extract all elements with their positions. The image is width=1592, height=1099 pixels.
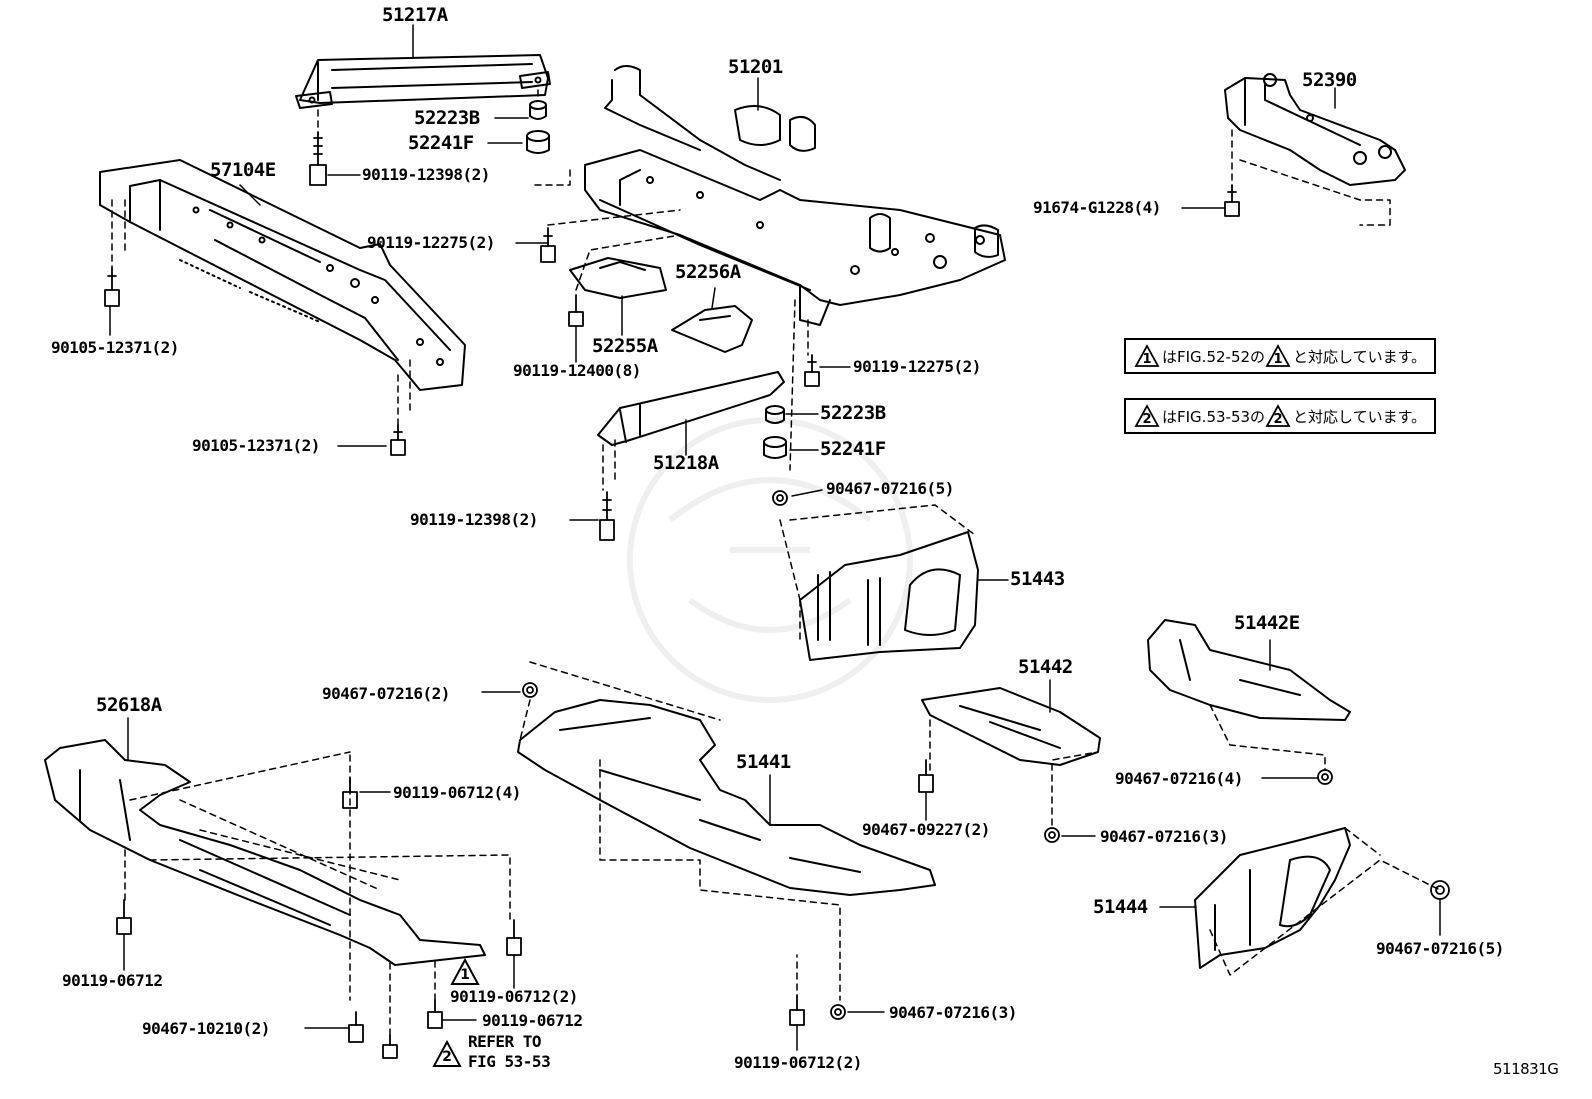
- dashed-assembly-lines: [111, 89, 1441, 1036]
- part-label-52241f[interactable]: 52241F: [820, 438, 886, 460]
- refer-note-line1: REFER TO: [468, 1032, 542, 1051]
- part-label-90467-07216[interactable]: 90467-07216(2): [322, 684, 450, 703]
- note-text-a: はFIG.53-53の: [1162, 407, 1266, 426]
- correspondence-note-2: 2 はFIG.53-53の 2 と対応しています。: [1124, 398, 1437, 434]
- cover-51441-shape: [517, 699, 936, 896]
- shield-51443-shape: [799, 531, 979, 661]
- part-label-51444[interactable]: 51444: [1093, 896, 1148, 918]
- part-label-52223b[interactable]: 52223B: [414, 107, 480, 129]
- part-label-90119-06712[interactable]: 90119-06712: [482, 1011, 583, 1030]
- part-label-51218a[interactable]: 51218A: [653, 452, 719, 474]
- part-label-52255a[interactable]: 52255A: [592, 335, 658, 357]
- note-text-a: はFIG.52-52の: [1162, 347, 1266, 366]
- crossmember-51201-shape: [584, 65, 1006, 326]
- note-text-b: と対応しています。: [1293, 407, 1427, 426]
- bracket-51217a-shape: [295, 54, 551, 109]
- part-label-51201[interactable]: 51201: [728, 56, 783, 78]
- part-label-91674-g1228[interactable]: 91674-G1228(4): [1033, 198, 1161, 217]
- part-label-52223b[interactable]: 52223B: [820, 402, 886, 424]
- cover-52618a-shape: [44, 739, 486, 966]
- bracket-52256a-shape: [671, 305, 753, 353]
- warning-triangle-icon: 2: [432, 1039, 462, 1068]
- triangle-mark-label: 1: [460, 967, 470, 983]
- part-label-90105-12371[interactable]: 90105-12371(2): [192, 436, 320, 455]
- warning-triangle-icon: 2: [1134, 404, 1160, 428]
- part-label-90467-07216[interactable]: 90467-07216(4): [1115, 769, 1243, 788]
- part-label-90467-07216[interactable]: 90467-07216(3): [1100, 827, 1228, 846]
- shield-51444-shape: [1194, 827, 1351, 969]
- triangle-mark-label: 2: [442, 1049, 452, 1065]
- part-label-90119-06712[interactable]: 90119-06712(4): [393, 783, 521, 802]
- warning-triangle-icon: 2: [1265, 404, 1291, 428]
- cover-51442e-shape: [1147, 619, 1351, 721]
- part-label-90467-10210[interactable]: 90467-10210(2): [142, 1019, 270, 1038]
- part-label-57104e[interactable]: 57104E: [210, 159, 276, 181]
- watermark-emblem: [627, 417, 913, 703]
- member-57104e-shape: [99, 159, 466, 391]
- part-label-52241f[interactable]: 52241F: [408, 132, 474, 154]
- part-label-90119-12275[interactable]: 90119-12275(2): [367, 233, 495, 252]
- part-label-90467-09227[interactable]: 90467-09227(2): [862, 820, 990, 839]
- part-label-51443[interactable]: 51443: [1010, 568, 1065, 590]
- part-label-90105-12371[interactable]: 90105-12371(2): [51, 338, 179, 357]
- part-label-51217a[interactable]: 51217A: [382, 4, 448, 26]
- part-label-51442e[interactable]: 51442E: [1234, 612, 1300, 634]
- warning-triangle-icon: 1: [1134, 344, 1160, 368]
- correspondence-note-1: 1 はFIG.52-52の 1 と対応しています。: [1124, 338, 1437, 374]
- part-label-52618a[interactable]: 52618A: [96, 694, 162, 716]
- cover-51442-shape: [921, 687, 1101, 766]
- warning-triangle-icon: 1: [1265, 344, 1291, 368]
- bracket-52255a-shape: [569, 257, 667, 299]
- part-label-51442[interactable]: 51442: [1018, 656, 1073, 678]
- part-label-52390[interactable]: 52390: [1302, 69, 1357, 91]
- leader-lines: [109, 24, 1441, 1051]
- warning-triangle-icon: 1: [450, 957, 480, 986]
- part-label-90119-12398[interactable]: 90119-12398(2): [362, 165, 490, 184]
- bushing-shapes: [526, 100, 787, 459]
- part-label-90119-12275[interactable]: 90119-12275(2): [853, 357, 981, 376]
- part-label-90119-06712[interactable]: 90119-06712(2): [450, 987, 578, 1006]
- part-label-90467-07216[interactable]: 90467-07216(5): [826, 479, 954, 498]
- part-label-90467-07216[interactable]: 90467-07216(5): [1376, 939, 1504, 958]
- part-label-51441[interactable]: 51441: [736, 751, 791, 773]
- member-52390-shape: [1224, 73, 1406, 186]
- part-label-90119-06712[interactable]: 90119-06712(2): [734, 1053, 862, 1072]
- part-label-52256a[interactable]: 52256A: [675, 261, 741, 283]
- part-label-90467-07216[interactable]: 90467-07216(3): [889, 1003, 1017, 1022]
- note-text-b: と対応しています。: [1293, 347, 1427, 366]
- refer-note-line2: FIG 53-53: [468, 1052, 551, 1071]
- diagram-id: 511831G: [1493, 1060, 1559, 1078]
- part-label-90119-12400[interactable]: 90119-12400(8): [513, 361, 641, 380]
- part-label-90119-06712[interactable]: 90119-06712: [62, 971, 163, 990]
- part-label-90119-12398[interactable]: 90119-12398(2): [410, 510, 538, 529]
